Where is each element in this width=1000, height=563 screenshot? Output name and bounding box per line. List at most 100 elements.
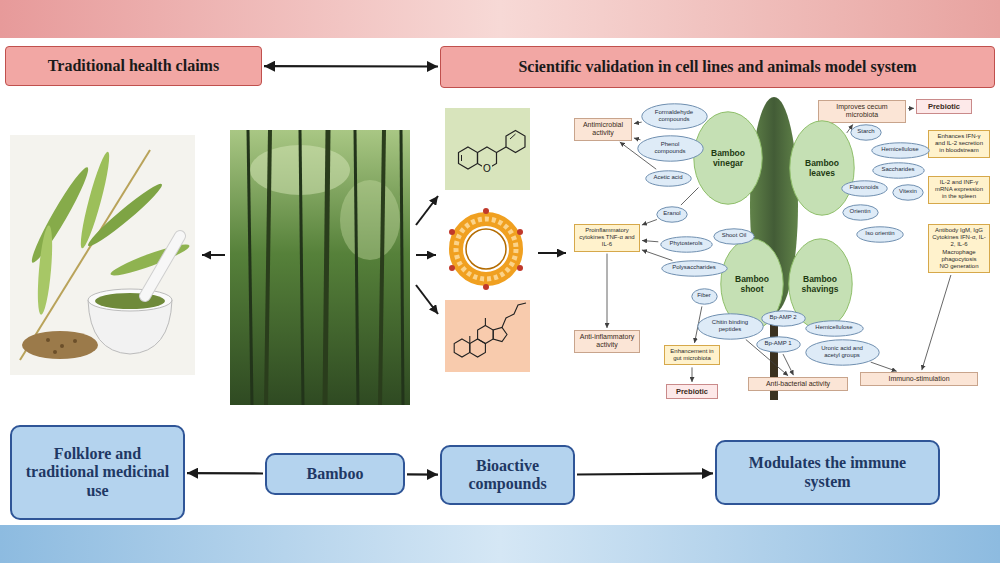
steroid-structure <box>478 326 494 344</box>
ellipse-outline <box>657 206 687 221</box>
compound-ellipse: Vitexin <box>892 184 924 201</box>
prebiotic-box: Prebiotic <box>916 99 972 114</box>
activity-box: Improves cecum microbiota <box>818 100 906 123</box>
node-text-group: Bamboo leaves <box>802 158 842 178</box>
flavone-structure <box>461 155 462 161</box>
compound-ellipse: Formaldehyde compounds <box>641 103 708 130</box>
node-text: Hemicellulose <box>881 146 918 153</box>
ellipse-outline <box>645 170 690 185</box>
node-text-group: Phytosterols <box>669 240 702 247</box>
bamboo-forest-photo <box>300 130 303 405</box>
node-text: Vitexin <box>899 188 917 195</box>
node-text: Bamboo <box>307 465 364 483</box>
steroid-structure <box>469 336 470 344</box>
compound-ellipse: Phenol compounds <box>637 135 704 162</box>
activity-box: Immuno-stimulation <box>860 372 978 386</box>
cyclodextrin-structure <box>440 205 532 293</box>
activity-box: Anti-inflammatory activity <box>574 330 640 353</box>
node-text: Starch <box>857 128 874 135</box>
connector-arrow <box>407 473 438 475</box>
compound-ellipse: Eranol <box>656 206 688 223</box>
connector-arrow <box>908 108 914 109</box>
ellipse-outline <box>660 236 711 251</box>
summary-box: Bioactive compounds <box>440 445 575 505</box>
compound-ellipse: Flavonoids <box>841 180 888 197</box>
node-text: Formaldehyde compounds <box>652 109 696 123</box>
leaves-mortar-photo <box>95 293 165 309</box>
effect-box: Enhances IFN-γ and IL-2 secretion in blo… <box>928 130 990 158</box>
node-text: Orientin <box>849 208 870 215</box>
node-text: Uronic acid and acetyl groups <box>817 345 867 359</box>
node-text: NO generation <box>932 263 986 270</box>
node-text: Bamboo leaves <box>802 158 842 178</box>
bamboo-forest-photo <box>266 130 270 405</box>
effect-box: IL-2 and INF-γ mRNA expression in the sp… <box>928 176 990 204</box>
ellipse-outline <box>851 124 881 139</box>
compound-ellipse: Chitin binding peptides <box>697 313 764 340</box>
bamboo-forest-photo <box>230 130 410 405</box>
summary-box: Folklore and traditional medicinal use <box>10 425 185 520</box>
node-text-group: Hemicellulose <box>815 324 852 331</box>
compound-ellipse: Iso orientin <box>856 226 904 243</box>
node-text: Acetic acid <box>653 174 682 181</box>
node-text-group: Chitin binding peptides <box>708 319 752 333</box>
summary-box: Bamboo <box>265 453 405 495</box>
flow-arrows <box>538 252 566 254</box>
steroid-structure <box>485 318 486 326</box>
leaves-mortar-photo <box>46 338 50 342</box>
node-text-group: Bamboo vinegar <box>708 148 748 168</box>
compound-ellipse: Saccharides <box>872 162 925 179</box>
connector-arrow <box>607 254 608 328</box>
node-text-group: Iso orientin <box>865 230 894 237</box>
leaves-mortar-photo <box>10 135 195 375</box>
node-text: Prebiotic <box>670 387 714 396</box>
node-text: Bamboo shoot <box>732 274 772 294</box>
flavone-structure <box>445 108 530 190</box>
flavone-structure <box>510 134 516 139</box>
compound-ellipse: Acetic acid <box>645 170 692 187</box>
atom-label: O <box>482 164 492 174</box>
node-text: Bp-AMP 1 <box>764 340 791 347</box>
bamboo-forest-photo <box>401 130 403 405</box>
ellipse-outline <box>637 135 702 160</box>
top-band <box>0 0 1000 38</box>
summary-box: Modulates the immune system <box>715 440 940 505</box>
node-text-group: Flavonoids <box>849 184 878 191</box>
bamboo-forest-photo <box>325 130 328 405</box>
node-text: Antibody IgM, IgG <box>932 227 986 234</box>
steroid-structure <box>445 300 530 372</box>
node-text: Cytokines IFN-α, IL-2, IL-6 <box>932 234 986 248</box>
ellipse-outline <box>805 339 878 364</box>
ellipse-outline <box>857 226 903 241</box>
node-text: Phytosterols <box>669 240 702 247</box>
connector-arrow <box>264 65 438 68</box>
leaves-mortar-photo <box>84 180 165 251</box>
flow-arrows <box>202 196 566 314</box>
node-text: Chitin binding peptides <box>708 319 752 333</box>
flavone-structure <box>506 131 525 153</box>
node-text-group: Acetic acid <box>653 174 682 181</box>
node-text: Antimicrobial activity <box>578 121 628 138</box>
node-text-group: Orientin <box>849 208 870 215</box>
connector-arrow <box>681 188 699 206</box>
ellipse-outline <box>842 204 877 219</box>
node-text-group: Bamboo shavings <box>799 274 841 294</box>
connector-arrow <box>577 473 713 474</box>
ellipse-outline <box>714 228 754 243</box>
node-text-group: Saccharides <box>881 166 914 173</box>
flavone-structure <box>445 108 530 190</box>
steroid-structure <box>502 303 526 328</box>
compound-ellipse: Hemicellulose <box>805 320 864 337</box>
effect-box: Enhancement in gut microbiota <box>664 345 720 365</box>
node-text: Saccharides <box>881 166 914 173</box>
flavone-structure <box>497 147 507 153</box>
ellipse-outline <box>790 121 854 215</box>
cyclodextrin-structure <box>483 208 489 214</box>
node-text: Bp-AMP 2 <box>769 314 796 321</box>
node-text: Immuno-stimulation <box>864 375 974 383</box>
ellipse-outline <box>872 162 923 177</box>
connector-arrow <box>642 241 658 242</box>
ellipse-outline <box>641 103 706 128</box>
flow-arrows <box>416 196 438 225</box>
bottom-band <box>0 525 1000 563</box>
